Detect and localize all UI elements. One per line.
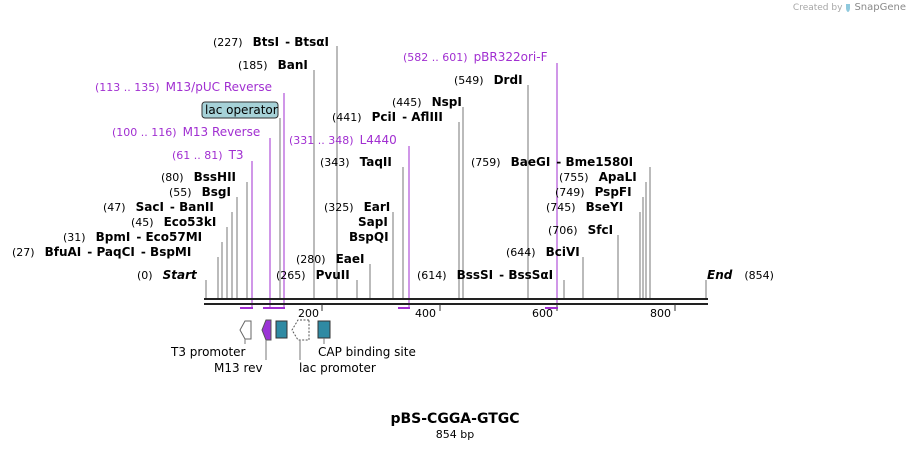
site-label-eco53ki[interactable]: (45)Eco53kI [131,215,216,229]
credit-text: Created by [792,2,843,13]
site-label-taqii[interactable]: (343)TaqII [320,155,392,169]
tick-label: 800 [650,307,671,320]
site-label-bspqi[interactable]: BspQI [349,230,389,244]
site-label-bsshii[interactable]: (80)BssHII [161,170,236,184]
site-label-start: (0)Start [137,268,198,282]
primer-label-m13puc-reverse[interactable]: (113 .. 135) M13/pUC Reverse [95,80,272,94]
site-label-btsi[interactable]: (227)BtsI- BtsαI [213,35,329,49]
site-label-saci[interactable]: (47)SacI- BanII [103,200,214,214]
lac-operator-label: lac operator [205,103,278,117]
dna-backbone [204,298,708,305]
primer-range: (582 .. 601) [403,51,468,64]
plasmid-title: pBS-CGGA-GTGC [390,411,519,427]
site-label-bfuai[interactable]: (27)BfuAI- PaqCI- BspMI [12,245,191,259]
site-label-bcivi[interactable]: (644)BciVI [506,245,580,259]
primer-range: (61 .. 81) [172,149,223,162]
site-label-apali[interactable]: (755)ApaLI [559,170,637,184]
site-label-eaei[interactable]: (280)EaeI [296,252,365,266]
cap-binding-site-box[interactable] [317,320,331,339]
site-label-bseyi[interactable]: (745)BseYI [546,200,623,214]
site-label-bsssi[interactable]: (614)BssSI- BssSαI [417,268,553,282]
credit-brand: SnapGene [854,2,906,13]
primer-name: M13/pUC Reverse [166,80,273,94]
primer-range: (331 .. 348) [289,134,354,147]
plasmid-length: 854 bp [436,428,474,441]
snapgene-logo-icon [846,3,851,12]
t3-promoter-feature[interactable] [239,320,252,340]
primer-label-t3[interactable]: (61 .. 81) T3 [172,148,244,162]
site-label-pvuii[interactable]: (265)PvuII [276,268,350,282]
feature-label-m13-rev: M13 rev [214,361,263,375]
site-label-baegi[interactable]: (759)BaeGI- Bme1580I [471,155,633,169]
t3-promoter-arrow-icon [239,320,252,340]
primer-name: M13 Reverse [183,125,261,139]
primer-name: pBR322ori-F [474,50,548,64]
site-label-pspfi[interactable]: (749)PspFI [555,185,632,199]
primer-range: (113 .. 135) [95,81,160,94]
lac-operator-box[interactable] [275,320,288,339]
site-label-bpmi[interactable]: (31)BpmI- Eco57MI [63,230,202,244]
site-label-bani[interactable]: (185)BanI [238,58,308,72]
tick-label: 600 [532,307,553,320]
primer-label-m13-reverse[interactable]: (100 .. 116) M13 Reverse [112,125,260,139]
m13-rev-arrow-icon [261,319,272,341]
site-label-drdi[interactable]: (549)DrdI [454,73,523,87]
primer-name: T3 [228,148,244,162]
primer-name: L4440 [360,133,397,147]
site-label-nspi[interactable]: (445)NspI [392,95,462,109]
site-label-sapi[interactable]: SapI [358,215,388,229]
primer-leader-lines [251,63,558,308]
site-label-eari[interactable]: (325)EarI [324,200,390,214]
site-label-sfci[interactable]: (706)SfcI [548,223,613,237]
lac-promoter-arrow-icon [291,319,310,341]
feature-label-cap-binding-site: CAP binding site [318,345,416,359]
feature-label-t3-promoter: T3 promoter [170,345,246,359]
feature-label-leaders [244,338,325,360]
feature-label-lac-promoter: lac promoter [299,361,376,375]
site-label-end: End(854) [707,268,774,282]
site-label-pcii[interactable]: (441)PciI- AflIII [332,110,443,124]
lac-operator-label-box[interactable] [201,101,279,119]
snapgene-credit: Created by SnapGene [793,2,906,13]
tick-label: 400 [415,307,436,320]
lac-promoter-feature[interactable] [291,319,310,341]
site-leader-lines [205,46,707,300]
site-label-bsgi[interactable]: (55)BsgI [169,185,231,199]
tick-label: 200 [298,307,319,320]
primer-range: (100 .. 116) [112,126,177,139]
m13-rev-feature[interactable] [261,319,272,341]
scale-ticks [321,304,676,311]
primer-label-pbr322ori-f[interactable]: (582 .. 601) pBR322ori-F [403,50,548,64]
primer-label-l4440[interactable]: (331 .. 348) L4440 [289,133,397,147]
